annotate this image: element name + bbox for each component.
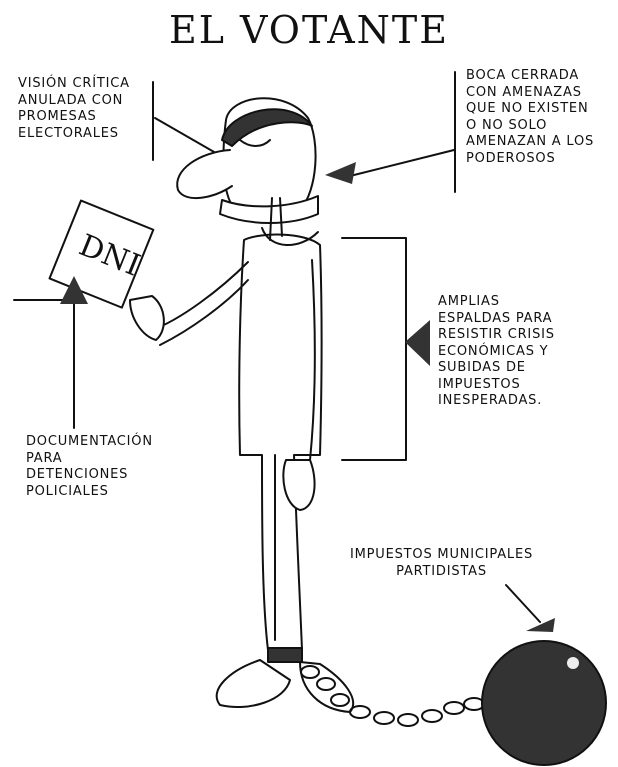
chain-link: [316, 677, 336, 691]
mouth-gag: [219, 195, 319, 224]
espaldas-line: SUBIDAS DE: [438, 360, 526, 375]
espaldas-line: AMPLIAS: [438, 294, 500, 309]
vision-label: VISIÓN CRÍTICA ANULADA CON PROMESAS ELEC…: [18, 76, 130, 142]
impuestos-line: PARTIDISTAS: [396, 563, 487, 579]
espaldas-arrowhead: [405, 320, 430, 366]
boca-label: BOCA CERRADA CON AMENAZAS QUE NO EXISTEN…: [466, 68, 594, 167]
espaldas-label: AMPLIAS ESPALDAS PARA RESISTIR CRISIS EC…: [438, 294, 555, 410]
espaldas-line: ECONÓMICAS Y: [438, 343, 549, 359]
left-foot: [215, 659, 291, 709]
vision-line: ANULADA CON: [18, 92, 124, 108]
documentacion-line: DETENCIONES: [26, 467, 129, 482]
boca-line: AMENAZAN A LOS: [466, 134, 595, 149]
gag-string-2: [279, 197, 283, 237]
documentacion-arrowhead: [60, 276, 88, 304]
nose: [176, 149, 233, 200]
documentacion-line: PARA: [26, 450, 63, 466]
hair: [221, 108, 313, 147]
impuestos-label: IMPUESTOS MUNICIPALES PARTIDISTAS: [350, 547, 533, 580]
chain-link: [300, 665, 320, 679]
ball-highlight: [567, 657, 579, 669]
espaldas-line: INESPERADAS.: [438, 393, 543, 408]
boca-line: QUE NO EXISTEN: [466, 101, 589, 116]
espaldas-line: RESISTIR CRISIS: [438, 327, 555, 342]
vision-line: ELECTORALES: [18, 125, 119, 141]
boca-line: PODEROSOS: [466, 150, 556, 166]
boca-line: BOCA CERRADA: [466, 68, 580, 83]
left-arm-inner: [159, 279, 249, 346]
vision-line: PROMESAS: [18, 109, 97, 124]
collar: [261, 227, 319, 246]
chain-link: [330, 693, 350, 707]
impuestos-arrowhead: [526, 618, 555, 632]
chain-link: [443, 701, 465, 715]
vision-line: VISIÓN CRÍTICA: [18, 76, 130, 91]
impuestos-pointer-line: [505, 584, 541, 623]
page-title: EL VOTANTE: [168, 8, 450, 52]
boca-arrowhead: [325, 162, 356, 184]
chain-link: [463, 697, 485, 711]
closed-eyes: [239, 139, 271, 147]
impuestos-line: IMPUESTOS MUNICIPALES: [350, 547, 534, 562]
documentacion-line: DOCUMENTACIÓN: [26, 434, 153, 449]
documentacion-pointer-line: [13, 299, 75, 429]
ball-and-chain: [481, 640, 607, 766]
espaldas-bracket: [341, 237, 407, 461]
documentacion-label: DOCUMENTACIÓN PARA DETENCIONES POLICIALE…: [26, 434, 153, 500]
chain-link: [373, 711, 395, 725]
chain-link: [349, 705, 371, 719]
documentacion-line: POLICIALES: [26, 483, 109, 499]
espaldas-line: IMPUESTOS: [438, 376, 521, 392]
right-arm: [309, 259, 316, 461]
boca-line: CON AMENAZAS: [466, 84, 582, 100]
boca-line: O NO SOLO: [466, 117, 548, 133]
gag-string: [269, 197, 273, 241]
chain-link: [421, 709, 443, 723]
espaldas-line: ESPALDAS PARA: [438, 310, 553, 326]
chain-link: [397, 713, 419, 727]
body-outline: [238, 233, 323, 651]
ankle-shackle: [267, 647, 303, 663]
boca-pointer-line: [349, 149, 455, 177]
left-hand: [129, 295, 165, 341]
right-hand: [282, 459, 316, 511]
